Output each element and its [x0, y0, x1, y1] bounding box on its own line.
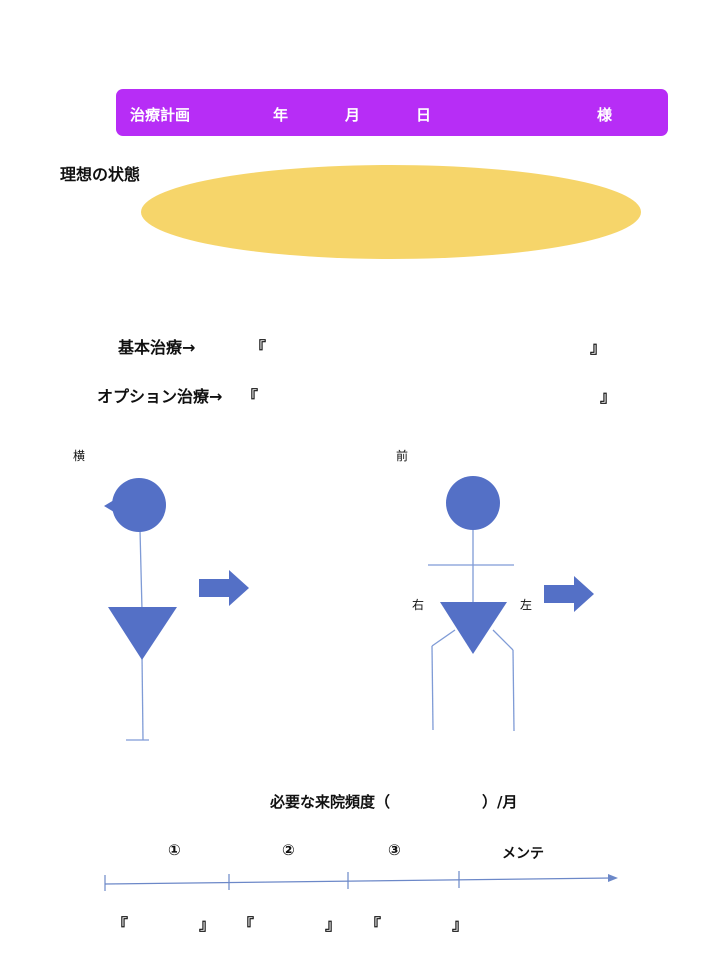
stage-2-close-bracket: 』 — [325, 915, 342, 934]
side-view-label: 横 — [73, 449, 86, 463]
basic-treatment-open-bracket: 『 — [250, 338, 267, 357]
front-pelvis-triangle — [440, 602, 507, 654]
timeline-stage-3: ③ — [388, 841, 401, 859]
front-view-label: 前 — [396, 449, 409, 463]
stage-1-close-bracket: 』 — [199, 915, 216, 934]
side-view-arrow-icon — [199, 570, 249, 606]
header-title: 治療計画 — [130, 106, 191, 124]
option-treatment-label: オプション治療→ — [97, 387, 223, 406]
nose-shape — [104, 500, 114, 512]
basic-treatment-close-bracket: 』 — [590, 338, 607, 357]
stage-3-close-bracket: 』 — [452, 915, 469, 934]
side-pelvis-triangle — [108, 607, 177, 660]
side-head-circle — [112, 478, 166, 532]
left-side-label: 左 — [520, 598, 533, 612]
front-view-arrow-icon — [544, 576, 594, 612]
header-month: 月 — [345, 106, 361, 124]
header-honorific: 様 — [597, 106, 613, 124]
timeline-axis — [104, 871, 618, 891]
stage-2-open-bracket: 『 — [238, 915, 255, 934]
front-view-figure — [428, 476, 515, 732]
timeline-stage-maintenance: メンテ — [502, 846, 544, 862]
stage-1-open-bracket: 『 — [112, 915, 129, 934]
visit-frequency-label: 必要な来院頻度（ — [270, 793, 391, 811]
front-head-circle — [446, 476, 500, 530]
side-view-figure — [104, 478, 177, 741]
basic-treatment-label: 基本治療→ — [118, 338, 196, 357]
visit-frequency-suffix: ）/月 — [482, 793, 518, 811]
option-treatment-open-bracket: 『 — [242, 387, 259, 406]
timeline-stage-2: ② — [282, 841, 295, 859]
ideal-state-ellipse — [141, 165, 641, 259]
option-treatment-close-bracket: 』 — [600, 387, 617, 406]
right-side-label: 右 — [412, 598, 425, 612]
header-day: 日 — [416, 106, 432, 124]
timeline-stage-1: ① — [168, 841, 181, 859]
stage-3-open-bracket: 『 — [365, 915, 382, 934]
header-year: 年 — [273, 106, 289, 124]
ideal-state-label: 理想の状態 — [60, 165, 141, 184]
header-bar — [116, 89, 668, 136]
